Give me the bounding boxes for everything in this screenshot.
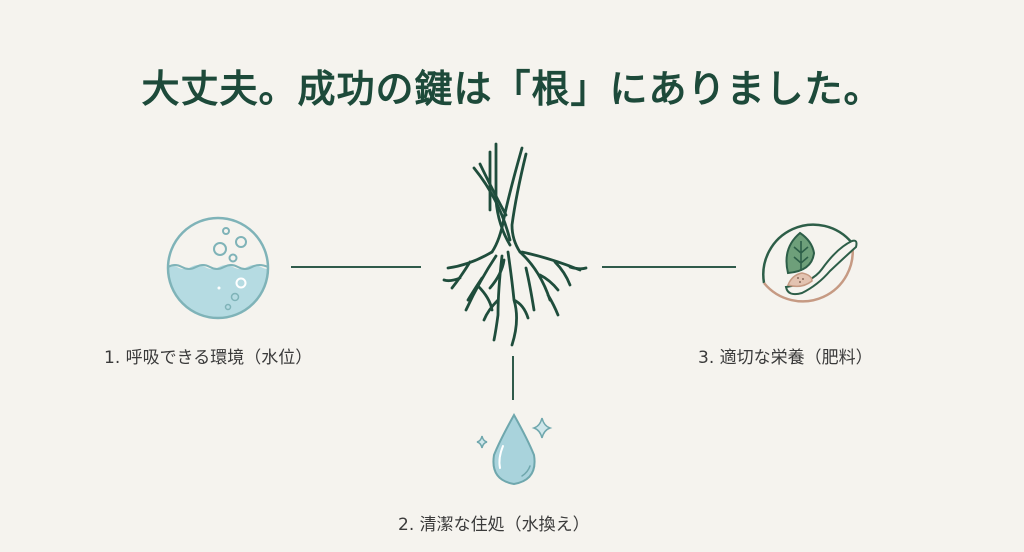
connector-left <box>291 266 421 268</box>
item-label-fertilizer: 3. 適切な栄養（肥料） <box>698 348 873 368</box>
leaf-spoon-fertilizer-icon <box>762 223 858 303</box>
connector-down <box>512 356 514 400</box>
water-drop-sparkle-icon <box>476 412 553 486</box>
water-level-bubbles-icon <box>166 216 270 320</box>
roots-icon <box>442 142 588 347</box>
connector-right <box>602 266 736 268</box>
page-title: 大丈夫。成功の鍵は「根」にありました。 <box>141 66 883 111</box>
item-label-water-change: 2. 清潔な住処（水換え） <box>398 515 590 535</box>
item-label-water-level: 1. 呼吸できる環境（水位） <box>104 348 313 368</box>
